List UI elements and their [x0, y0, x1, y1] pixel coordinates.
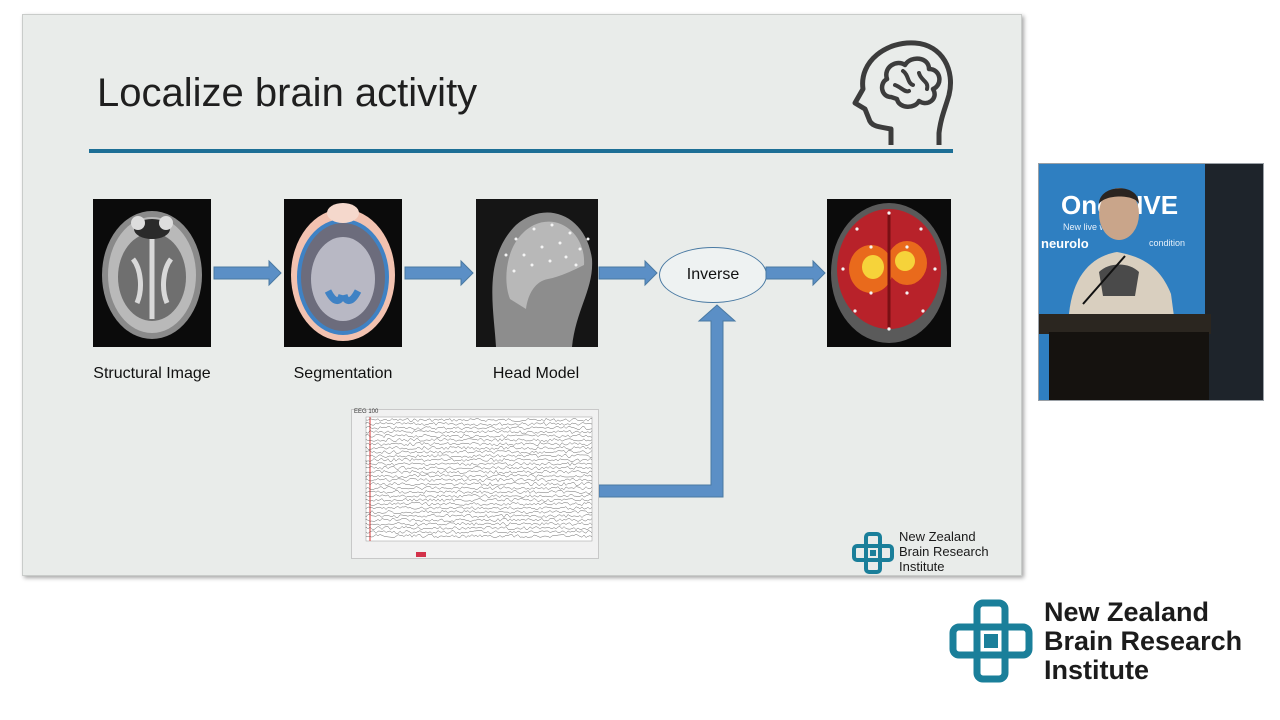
eeg-panel-label: EEG 100 [354, 409, 379, 415]
speaker-figure [1039, 164, 1263, 400]
eeg-trace [365, 458, 593, 462]
eeg-trace [365, 526, 593, 530]
eeg-trace [365, 490, 593, 494]
slide-title: Localize brain activity [97, 71, 478, 115]
eeg-trace [365, 498, 593, 502]
eeg-trace [365, 514, 593, 518]
eeg-trace [365, 462, 593, 466]
slide-nzbri-logo: New Zealand Brain Research Institute [851, 529, 1021, 575]
eeg-trace [365, 470, 593, 474]
eeg-trace [365, 434, 593, 438]
eeg-trace [365, 438, 593, 442]
arrow-eeg-to-inverse [598, 304, 737, 498]
arrow-headmodel-to-inverse [598, 259, 658, 287]
arrow-segmentation-to-headmodel [404, 259, 474, 287]
pipeline-arrows [213, 259, 826, 498]
source-localization-image [827, 199, 951, 347]
footer-logo-line-3: Institute [1044, 655, 1149, 685]
structural-image [93, 199, 211, 347]
eeg-trace [365, 502, 593, 506]
eeg-trace [365, 494, 593, 498]
eeg-trace [365, 426, 593, 430]
footer-logo-line-1: New Zealand [1044, 597, 1210, 627]
eeg-trace [365, 478, 593, 482]
banner-midline: neurolo [1041, 236, 1089, 251]
banner-midline-small: condition [1149, 238, 1186, 248]
speaker-camera-feed: One VIVE New live with a neurolo conditi… [1038, 163, 1264, 401]
eeg-recording-image: EEG 100 [351, 409, 599, 559]
eeg-trace [365, 522, 593, 526]
eeg-trace [365, 422, 593, 426]
eeg-trace [365, 474, 593, 479]
eeg-trace [365, 454, 593, 458]
eeg-trace [365, 430, 593, 434]
head-model-image [476, 199, 598, 347]
eeg-trace [365, 466, 593, 470]
structural-image-caption: Structural Image [93, 365, 211, 382]
presentation-slide: Localize brain activity Structural Image [22, 14, 1022, 576]
eeg-trace [365, 446, 593, 450]
eeg-trace [365, 486, 593, 490]
eeg-trace [365, 506, 593, 510]
footer-logo-line-2: Brain Research [1044, 626, 1243, 656]
inverse-label: Inverse [686, 266, 740, 283]
arrow-inverse-to-result [765, 259, 826, 287]
eeg-trace [365, 530, 593, 534]
eeg-trace [365, 510, 593, 514]
inverse-node: Inverse [659, 247, 767, 303]
slide-logo-line-2: Brain Research [899, 544, 989, 559]
eeg-trace [365, 482, 593, 486]
footer-nzbri-logo: New Zealand Brain Research Institute [948, 598, 1258, 688]
head-model-caption: Head Model [492, 365, 580, 382]
eeg-trace [365, 450, 593, 454]
nzbri-cross-icon [852, 532, 894, 574]
segmentation-caption: Segmentation [293, 365, 393, 382]
arrow-structural-to-segmentation [213, 259, 282, 287]
brain-head-icon [852, 40, 953, 145]
segmentation-image [284, 199, 402, 347]
title-divider [89, 149, 953, 153]
eeg-trace [365, 442, 593, 446]
eeg-trace [365, 418, 593, 422]
banner-subline: New live with a [1063, 222, 1124, 232]
slide-logo-line-3: Institute [899, 559, 945, 574]
slide-logo-line-1: New Zealand [899, 529, 976, 544]
footer-nzbri-cross-icon [949, 599, 1033, 683]
eeg-trace [365, 534, 593, 538]
eeg-trace [365, 518, 593, 522]
